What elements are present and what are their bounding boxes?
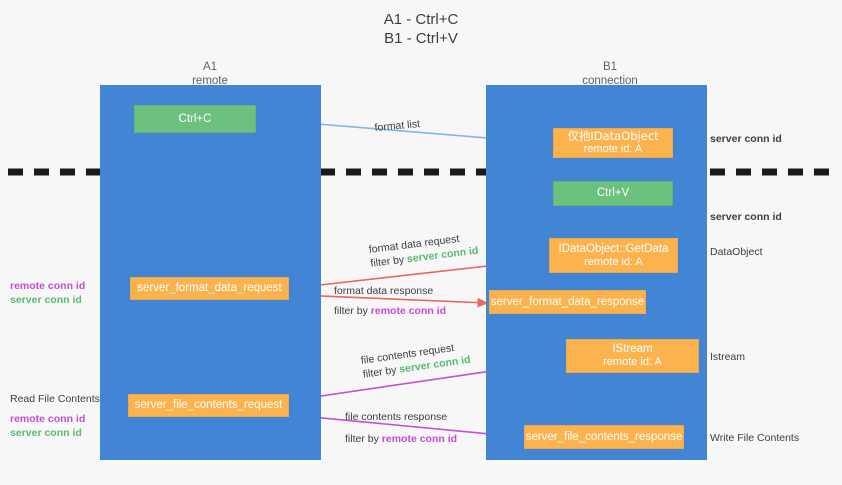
annotation-read-file-contents: Read File Contents (10, 393, 100, 405)
annotation-server-conn-id-second: server conn id (710, 211, 782, 223)
annotation-server-conn-id-top: server conn id (710, 133, 782, 145)
filter-value-remote-conn-id: remote conn id (370, 305, 447, 317)
filter-value-remote-conn-id: remote conn id (381, 433, 458, 445)
annotation-dataobject: DataObject (710, 246, 763, 258)
annotation-server-conn-id: server conn id (10, 427, 82, 439)
node-server-file-contents-response-label: server_file_contents_response (525, 430, 683, 443)
node-idataobject-label-line2: remote id: A (583, 143, 643, 155)
node-server-format-data-request-label: server_format_data_request (137, 282, 282, 294)
edge-label-format-data-response-line2: filter by remote conn id (334, 304, 446, 318)
filter-by-prefix: filter by (345, 433, 382, 445)
node-ctrl-c[interactable]: Ctrl+C (134, 105, 256, 133)
edge-label-file-contents-response-line2: filter by remote conn id (345, 432, 457, 446)
annotation-conn-id-stack-top: remote conn id server conn id (10, 279, 85, 307)
edge-label-format-data-response-line1: format data response (334, 285, 434, 297)
node-getdata-label-line1: IDataObject::GetData (558, 242, 669, 255)
node-server-file-contents-request[interactable]: server_file_contents_request (128, 394, 289, 417)
annotation-remote-conn-id: remote conn id (10, 280, 86, 292)
edge-label-file-contents-response-line1: file contents response (345, 411, 448, 423)
node-idataobject-getdata[interactable]: IDataObject::GetData remote id: A (549, 238, 678, 273)
node-server-file-contents-request-label: server_file_contents_request (134, 399, 283, 411)
node-idataobject[interactable]: 仅扡IDataObject remote id: A (553, 128, 673, 158)
annotation-server-conn-id: server conn id (10, 294, 82, 306)
node-server-format-data-request[interactable]: server_format_data_request (130, 277, 289, 300)
node-ctrl-v-label: Ctrl+V (596, 187, 630, 199)
node-istream-label-line2: remote id: A (603, 356, 662, 368)
column-header-right: B1 connection (582, 61, 638, 87)
edge-label-file-contents-response: file contents response filter by remote … (345, 410, 457, 446)
node-getdata-label-line2: remote id: A (584, 255, 643, 268)
annotation-write-file-contents: Write File Contents (710, 432, 800, 444)
column-header-left: A1 remote (192, 61, 228, 87)
node-ctrl-v[interactable]: Ctrl+V (553, 181, 673, 206)
annotation-remote-conn-id: remote conn id (10, 413, 86, 425)
page-title: A1 - Ctrl+C B1 - Ctrl+V (383, 11, 459, 47)
annotation-istream: Istream (710, 351, 746, 363)
node-server-format-data-response[interactable]: server_format_data_response (489, 290, 646, 314)
node-istream[interactable]: IStream remote id: A (566, 339, 699, 373)
node-server-format-data-response-label: server_format_data_response (490, 295, 645, 308)
annotation-conn-id-stack-bottom: remote conn id server conn id (10, 412, 85, 440)
node-idataobject-label-line1: 仅扡IDataObject (567, 129, 659, 143)
edge-label-format-data-response: format data response filter by remote co… (334, 284, 446, 318)
node-server-file-contents-response[interactable]: server_file_contents_response (524, 425, 684, 449)
node-ctrl-c-label: Ctrl+C (178, 112, 212, 125)
filter-by-prefix: filter by (334, 305, 371, 317)
node-istream-label-line1: IStream (612, 343, 653, 355)
